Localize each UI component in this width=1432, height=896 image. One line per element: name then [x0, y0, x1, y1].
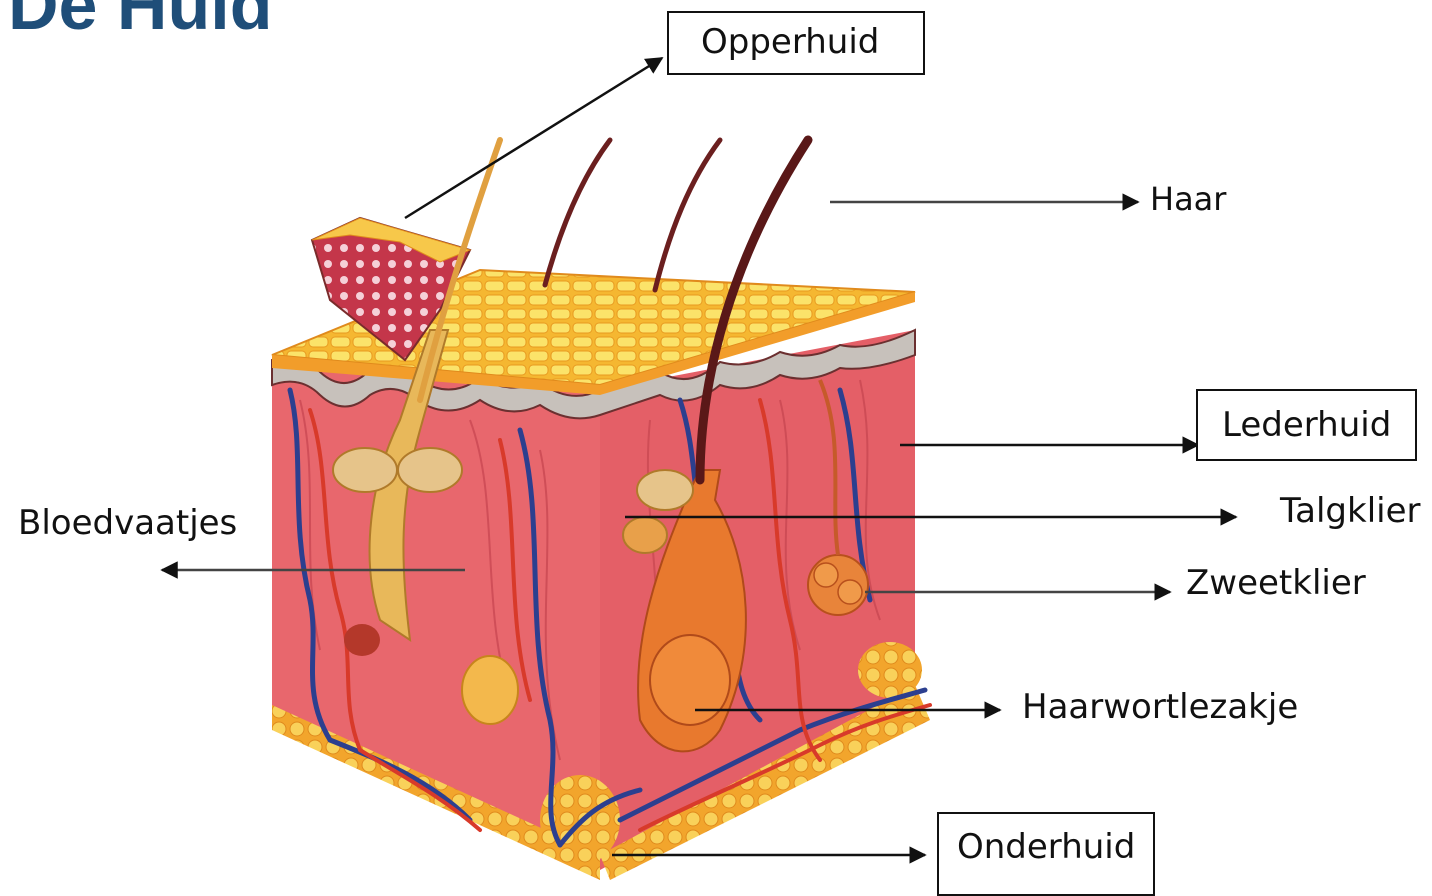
label-opperhuid: Opperhuid [667, 11, 925, 75]
arrow-opperhuid [405, 58, 662, 218]
label-talgklier: Talgklier [1280, 494, 1420, 528]
label-haar: Haar [1150, 183, 1226, 215]
skin-block [272, 140, 930, 880]
label-haarwortlezakje: Haarwortlezakje [1022, 690, 1298, 724]
label-zweetklier: Zweetklier [1186, 566, 1366, 600]
label-bloedvaatjes: Bloedvaatjes [18, 506, 237, 540]
label-onderhuid: Onderhuid [937, 812, 1155, 896]
page-title: De Huid [8, 0, 272, 40]
label-lederhuid: Lederhuid [1196, 389, 1417, 461]
